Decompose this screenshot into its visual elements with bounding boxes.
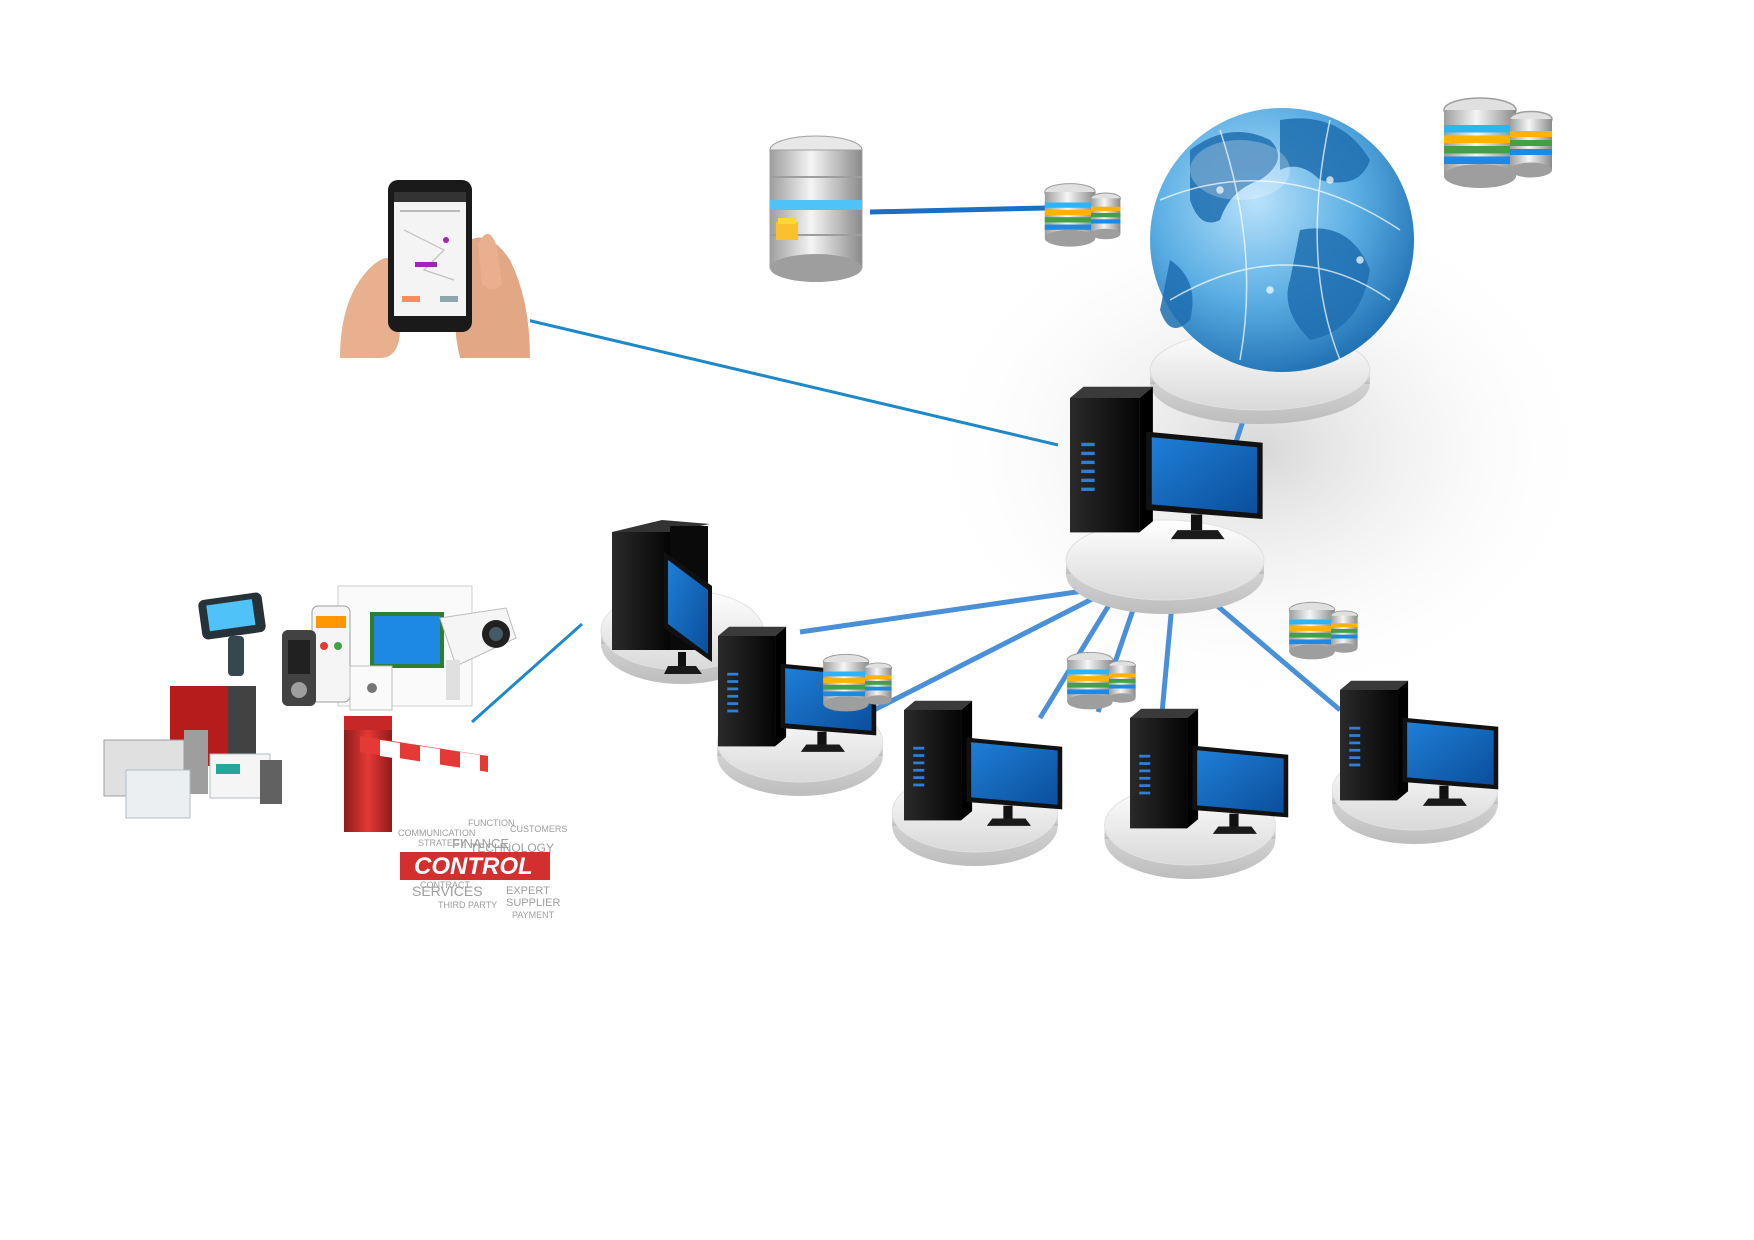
database-stack-icon (1066, 651, 1137, 710)
plc-controller-icon (103, 686, 282, 819)
database-stack-icon (822, 653, 893, 712)
globe-network-lines (1159, 119, 1401, 361)
control-banner (400, 852, 550, 880)
word-cloud-term: CONTRACT (420, 880, 470, 890)
word-cloud-term: TECHNOLOGY (470, 841, 554, 855)
word-cloud-term: FINANCE (452, 836, 509, 851)
word-cloud-term: STRATEGY (418, 838, 466, 848)
word-cloud-term: CUSTOMERS (510, 824, 567, 834)
keypad-icon (349, 665, 393, 711)
link-phone-to-server (526, 318, 1059, 447)
word-cloud-term: THIRD PARTY (438, 900, 497, 910)
client-node-4 (1331, 680, 1499, 845)
connections (471, 205, 1342, 736)
client-node-3 (1104, 708, 1289, 880)
barrier-gate-icon (344, 716, 488, 832)
link-collage-to-workstation (471, 622, 583, 724)
word-cloud-term: SERVICES (412, 883, 483, 899)
security-workstation-node (600, 520, 764, 685)
left-hand (340, 258, 400, 358)
word-cloud-term: SUPPLIER (506, 897, 560, 909)
link-db-to-db (869, 205, 1047, 215)
central-platform (1065, 519, 1265, 615)
lan-link-6 (1206, 596, 1342, 712)
word-cloud-term: COMMUNICATION (398, 828, 475, 838)
control-word-cloud: COMMUNICATION FUNCTION CUSTOMERS STRATEG… (398, 818, 567, 920)
database-stack-icon (1288, 601, 1359, 660)
database-server-icon (769, 135, 863, 282)
word-cloud-term: EXPERT (506, 885, 550, 897)
client-node-1 (716, 626, 884, 797)
database-stack-icon (1443, 97, 1553, 189)
security-devices-collage-icon: COMMUNICATION FUNCTION CUSTOMERS STRATEG… (103, 585, 567, 920)
control-banner-label: CONTROL (414, 853, 533, 880)
lan-link-2 (868, 593, 1100, 715)
right-hand (455, 237, 530, 358)
smartphone-in-hands-icon (338, 176, 530, 360)
smart-lock-icon (282, 630, 316, 706)
word-cloud-term: FUNCTION (468, 818, 515, 828)
client-node-2 (891, 700, 1063, 867)
security-camera-icon (439, 607, 517, 700)
phone-screen (394, 192, 466, 316)
database-stack-icon (1044, 183, 1121, 248)
lan-link-1 (799, 587, 1091, 635)
globe-node (1149, 108, 1414, 425)
word-cloud-term: PAYMENT (512, 910, 555, 920)
handheld-reader-icon (198, 592, 266, 676)
